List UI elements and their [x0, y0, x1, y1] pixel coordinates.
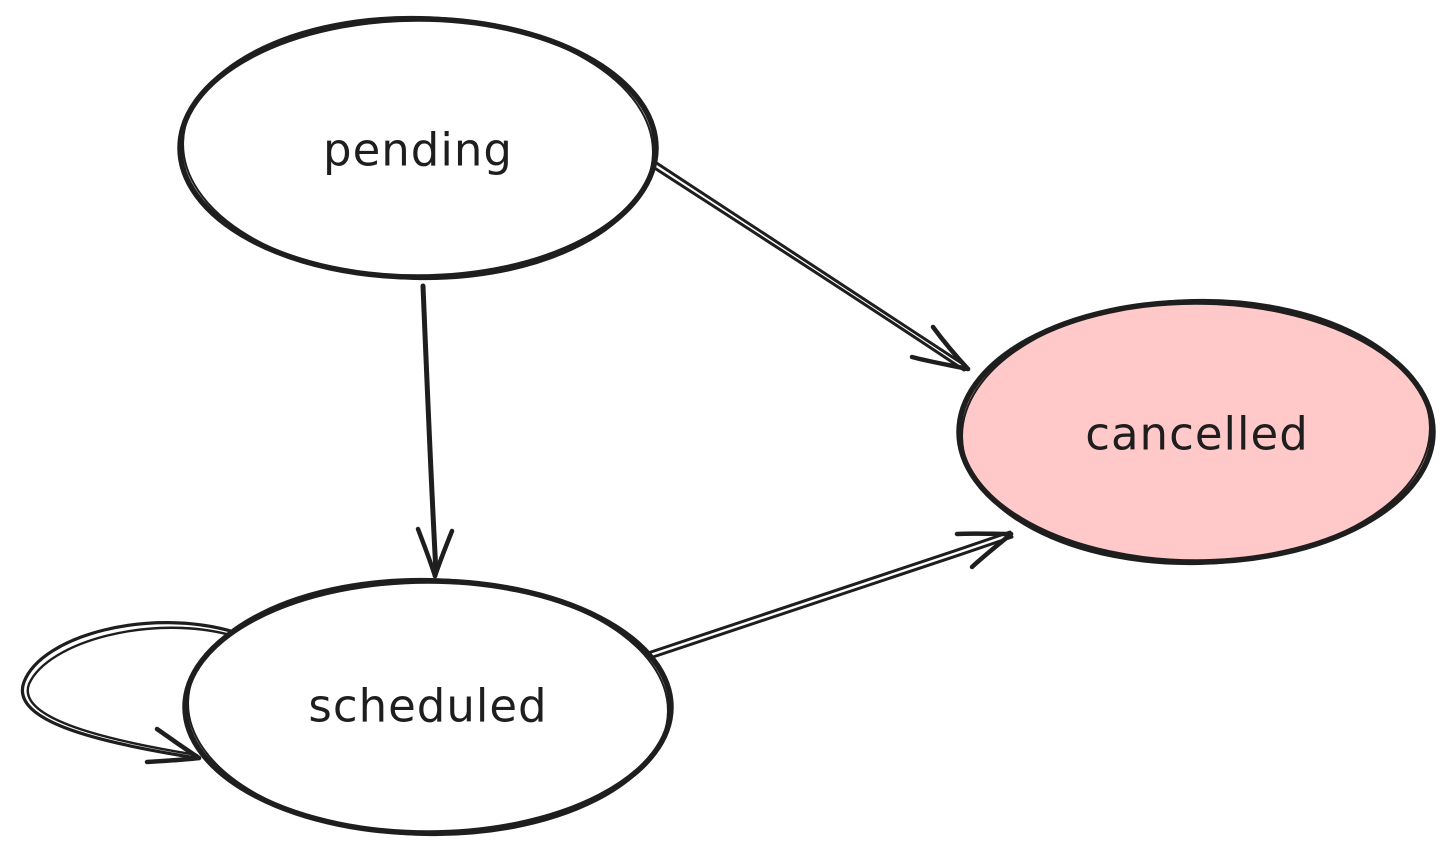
- node-label-scheduled: scheduled: [308, 679, 548, 733]
- node-pending: [177, 15, 659, 281]
- node-scheduled: [182, 577, 674, 837]
- node-cancelled: [956, 298, 1436, 566]
- node-label-pending: pending: [323, 123, 513, 177]
- edge-pending-to-scheduled: [415, 283, 455, 579]
- edge-pending-to-cancelled: [651, 160, 971, 372]
- node-label-cancelled: cancelled: [1085, 407, 1309, 461]
- edge-scheduled-self-loop: [20, 621, 236, 765]
- edge-scheduled-to-cancelled: [646, 530, 1014, 660]
